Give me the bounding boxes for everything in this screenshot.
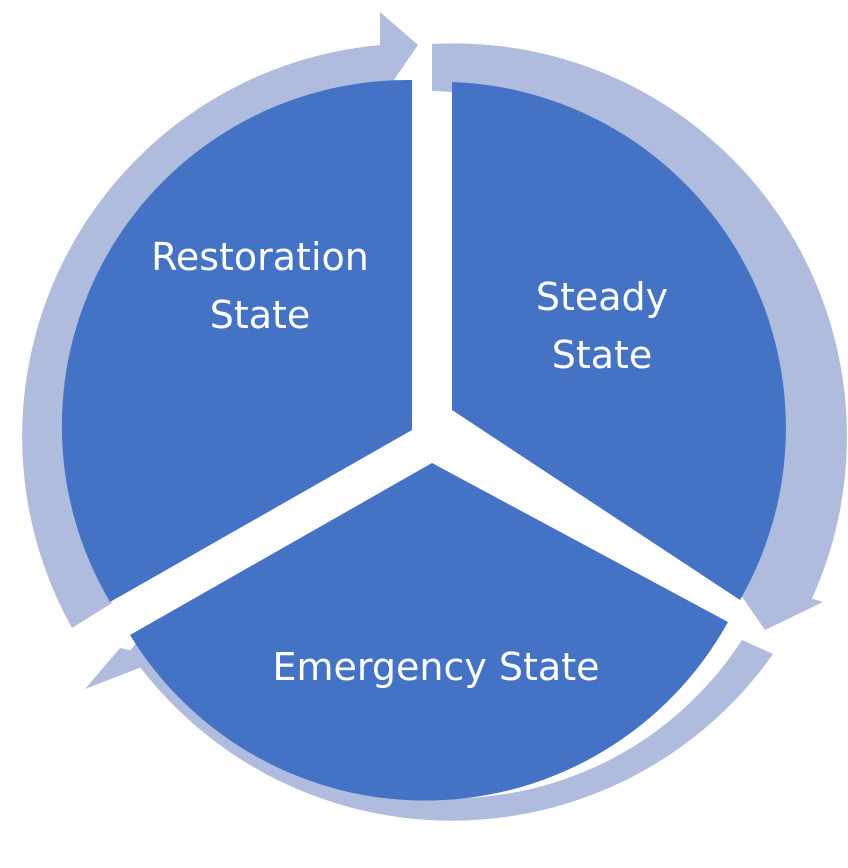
steady-state-label-line-2: State bbox=[552, 333, 653, 377]
arrowhead-emergency-to-restoration bbox=[85, 648, 165, 689]
arrowhead-steady-to-emergency bbox=[725, 572, 823, 630]
restoration-state-label-line-2: State bbox=[210, 293, 311, 337]
emergency-state-label: Emergency State bbox=[273, 645, 600, 689]
segment-steady-state bbox=[452, 82, 786, 600]
segment-restoration-state bbox=[61, 79, 412, 602]
cycle-arrow-restoration-to-steady bbox=[22, 45, 385, 628]
arrowhead-restoration-to-steady bbox=[380, 12, 418, 100]
segment-emergency-state bbox=[130, 463, 728, 801]
steady-state-label-line-1: Steady bbox=[536, 275, 668, 319]
cycle-arrow-steady-to-emergency bbox=[432, 43, 847, 607]
restoration-state-label-line-1: Restoration bbox=[151, 235, 369, 279]
